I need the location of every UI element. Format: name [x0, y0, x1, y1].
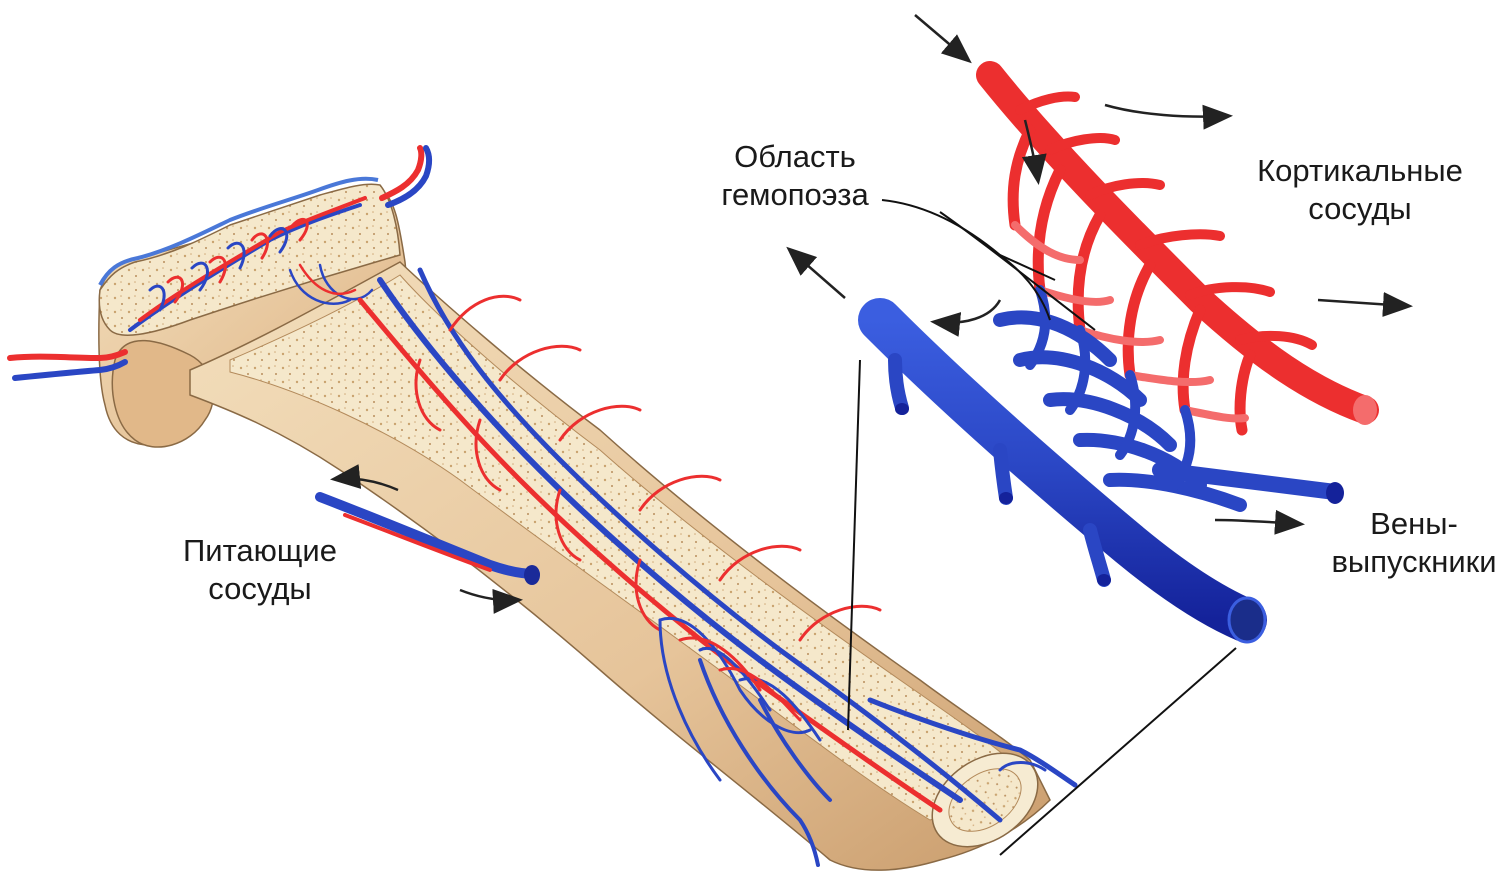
cortical-label-line2: сосуды — [1235, 190, 1485, 228]
emissary-veins-label: Вены- выпускники — [1318, 505, 1510, 581]
hematopoiesis-area-label: Область гемопоэза — [700, 138, 890, 214]
nutrient-label-line2: сосуды — [160, 570, 360, 608]
emissary-label-line1: Вены- — [1318, 505, 1510, 543]
cortical-label-line1: Кортикальные — [1235, 152, 1485, 190]
emissary-label-line2: выпускники — [1318, 543, 1510, 581]
hematopoiesis-label-line1: Область — [700, 138, 890, 176]
cortical-vessels-label: Кортикальные сосуды — [1235, 152, 1485, 228]
nutrient-label-line1: Питающие — [160, 532, 360, 570]
nutrient-vessels-label: Питающие сосуды — [160, 532, 360, 608]
hematopoiesis-label-line2: гемопоэза — [700, 176, 890, 214]
nutrient-vessel-pair-top — [382, 148, 429, 205]
